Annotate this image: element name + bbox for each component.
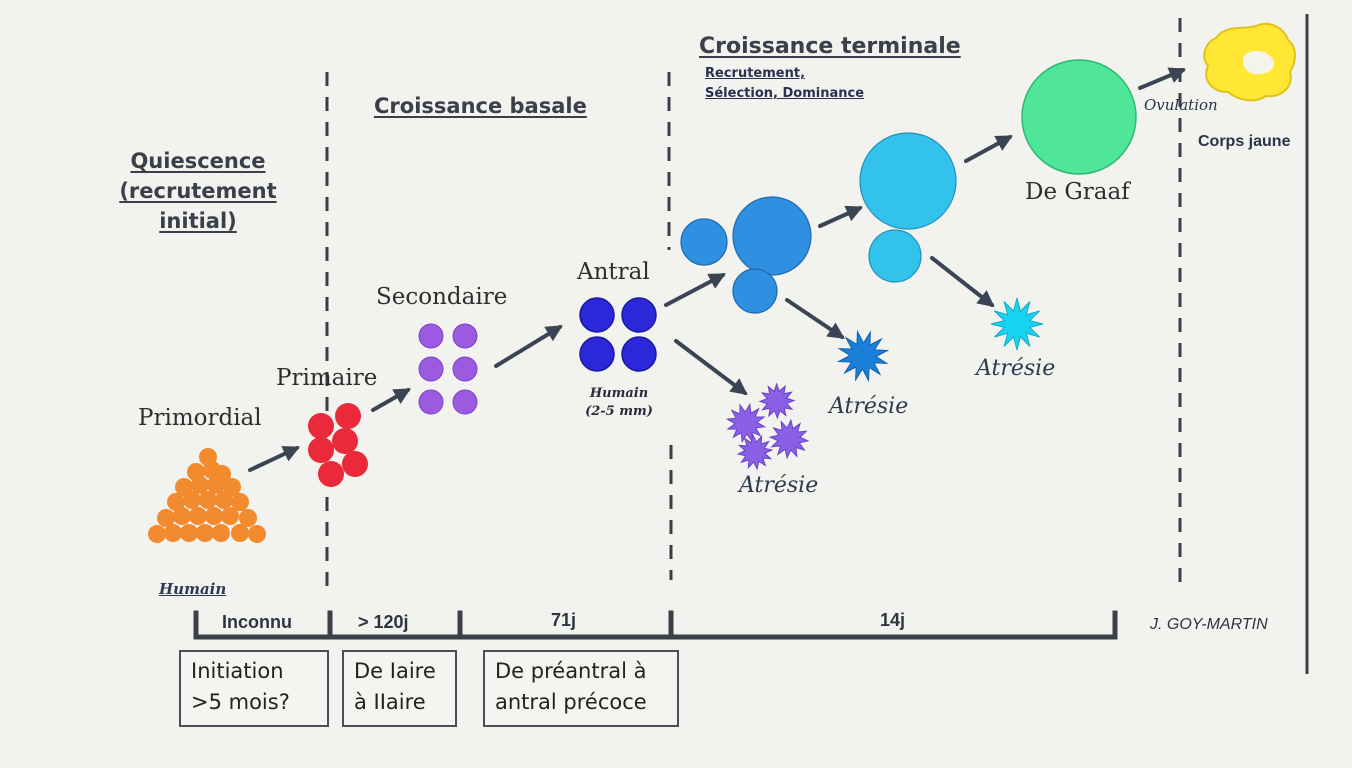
arrow-blue-atresie [785,298,845,339]
antral-humain-note: Humain (2-5 mm) [585,386,653,419]
label-antral: Antral [577,259,650,285]
duration-120j: > 120j [358,612,409,632]
arrow-selected-graaf [964,135,1013,163]
de-graaf-follicle [1021,59,1137,175]
secondaire-follicle-grid [418,323,478,415]
arrow-primaire-secondaire [371,388,411,412]
heading-terminale-subtitle: Recrutement, Sélection, Dominance [705,66,865,101]
heading-croissance-terminale: Croissance terminale [699,34,961,59]
primaire-follicle-cluster [308,403,368,487]
progression-arrows [248,67,1187,472]
author-credit: J. GOY-MARTIN [1150,616,1268,633]
antral-follicle-grid [579,297,657,372]
primordial-follicle-cluster [148,448,266,543]
arrow-primordial-primaire [248,446,301,472]
arrow-blue-selected [818,205,864,228]
early-antral-blue-follicles [680,196,812,314]
label-humain: Humain [159,580,227,598]
label-primordial: Primordial [138,405,262,431]
arrow-secondaire-antral [494,325,563,368]
label-corps-jaune: Corps jaune [1198,133,1291,150]
atresie-violet-stars [725,382,810,471]
label-secondaire: Secondaire [376,284,508,310]
label-atresie-3: Atrésie [976,356,1056,381]
label-atresie-1: Atrésie [739,473,819,498]
label-atresie-2: Atrésie [829,394,909,419]
heading-croissance-basale: Croissance basale [374,94,587,118]
label-primaire: Primaire [276,365,378,391]
timeline-bar [193,610,1118,640]
selected-follicles [859,132,957,283]
duration-71j: 71j [551,610,577,630]
heading-quiescence: Quiescence (recrutement initial) [119,149,277,233]
atresie-blue-star [836,329,890,383]
label-ovulation: Ovulation [1144,96,1218,114]
note-initiation: Initiation >5 mois? [179,650,329,727]
arrow-antral-terminal [664,273,726,307]
arrow-graaf-corps-jaune [1138,67,1187,90]
arrow-selected-atresie [930,256,995,308]
duration-14j: 14j [880,610,906,630]
note-preantral-antral: De préantral à antral précoce [483,650,679,727]
arrow-antral-atresie [674,339,748,396]
note-primaire-secondaire: De Iaire à IIaire [342,650,457,727]
atresie-cyan-star [990,297,1044,351]
label-de-graaf: De Graaf [1025,179,1130,205]
duration-inconnu: Inconnu [222,612,292,632]
corps-jaune-center [1243,50,1275,75]
